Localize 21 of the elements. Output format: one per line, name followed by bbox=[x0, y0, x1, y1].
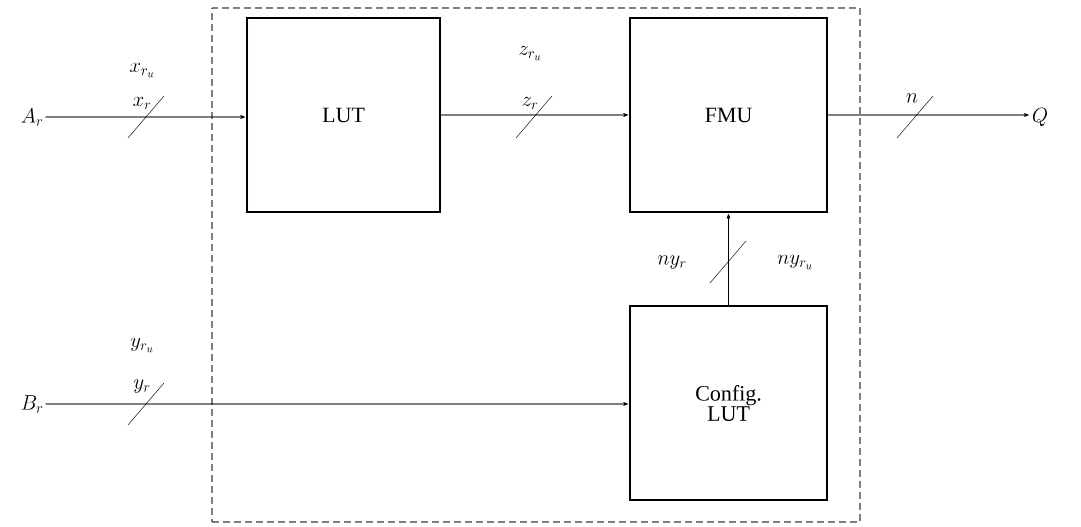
block-box: FMU bbox=[629, 17, 828, 213]
arrow bbox=[440, 113, 628, 117]
signal-name: $B_r$ bbox=[21, 395, 43, 413]
dashed-boundary bbox=[211, 7, 861, 523]
arrow bbox=[726, 214, 731, 306]
edge-label: $n$ bbox=[906, 93, 918, 103]
arrow bbox=[827, 113, 1029, 117]
signal-name: $A_r$ bbox=[21, 107, 43, 126]
signal-width-label: $y_{r_u}$ bbox=[130, 337, 153, 353]
block-box: LUT bbox=[246, 17, 441, 213]
signal-width-label: $z_{r_u}$ bbox=[519, 45, 541, 61]
edge-label: $x_r$ bbox=[133, 96, 151, 110]
edge-label: $y_r$ bbox=[134, 379, 150, 393]
edge-label: $z_r$ bbox=[522, 96, 538, 110]
signal-name: $Q$ bbox=[1032, 107, 1047, 127]
arrow bbox=[45, 402, 628, 406]
block-box: Config. LUT bbox=[629, 305, 828, 501]
signal-width-label: $x_{r_u}$ bbox=[130, 62, 154, 78]
signal-width-label: $ny_{r_u}$ bbox=[777, 254, 812, 270]
arrow bbox=[44, 115, 245, 119]
edge-label: $ny_r$ bbox=[657, 255, 686, 269]
